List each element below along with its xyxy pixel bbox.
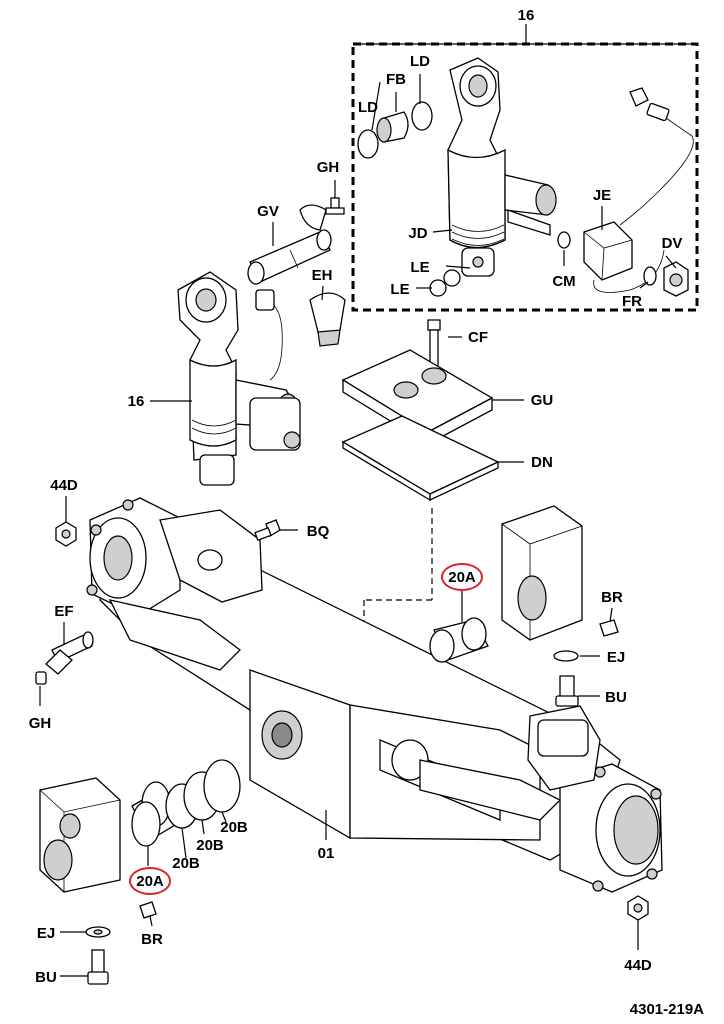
label-cf: CF xyxy=(468,329,488,346)
label-cm: CM xyxy=(552,273,575,290)
label-gu: GU xyxy=(531,392,554,409)
label-ej-left: EJ xyxy=(37,925,55,942)
hub-left xyxy=(86,497,263,671)
bolt-bq xyxy=(254,519,281,541)
label-gh-bottom: GH xyxy=(29,715,52,732)
label-20a-left: 20A xyxy=(136,873,164,890)
label-eh: EH xyxy=(312,267,333,284)
label-gh-top: GH xyxy=(317,159,340,176)
bolt-gh-bottom xyxy=(35,671,47,685)
nut-44d-left xyxy=(55,521,77,547)
label-br-right: BR xyxy=(601,589,623,606)
label-jd: JD xyxy=(408,225,427,242)
washer-ej-left xyxy=(85,926,111,938)
label-20a-right: 20A xyxy=(448,569,476,586)
plate-dn xyxy=(341,415,500,502)
label-bu-left: BU xyxy=(35,969,57,986)
highlight-20a-left xyxy=(129,867,171,895)
label-44d-left: 44D xyxy=(50,477,78,494)
label-fr: FR xyxy=(622,293,642,310)
block-left xyxy=(39,777,121,893)
label-le-b: LE xyxy=(390,281,409,298)
bushing-20a-right xyxy=(429,617,489,663)
detail-box-16 xyxy=(351,24,699,312)
label-20b-c: 20B xyxy=(172,855,200,872)
label-br-left: BR xyxy=(141,931,163,948)
label-bq: BQ xyxy=(307,523,330,540)
label-ef: EF xyxy=(54,603,73,620)
bolt-bu-left xyxy=(87,949,109,985)
fitting-br-left xyxy=(139,901,157,919)
label-44d-bottom: 44D xyxy=(624,957,652,974)
label-ej-right: EJ xyxy=(607,649,625,666)
nut-44d-bottom xyxy=(627,895,649,921)
label-dv: DV xyxy=(662,235,683,252)
label-ld-b: LD xyxy=(358,99,378,116)
label-gv: GV xyxy=(257,203,279,220)
label-ld-a: LD xyxy=(410,53,430,70)
hub-right xyxy=(419,705,663,893)
callout-labels: 16 LD FB LD JD JE DV LE LE CM FR GH GV E… xyxy=(29,7,704,1018)
block-right xyxy=(501,505,619,707)
cylinder-16-main xyxy=(177,271,301,486)
clamp-eh xyxy=(309,292,346,347)
seal-ld-rings xyxy=(357,101,433,159)
bushing-20a-left xyxy=(131,781,181,847)
label-dn: DN xyxy=(531,454,553,471)
label-fb: FB xyxy=(386,71,406,88)
label-20b-b: 20B xyxy=(196,837,224,854)
leader-lines xyxy=(39,74,677,977)
label-16-left: 16 xyxy=(128,393,145,410)
label-20b-a: 20B xyxy=(220,819,248,836)
bolt-gh-top xyxy=(299,197,345,231)
shims-20b xyxy=(165,759,241,829)
sensor-je xyxy=(557,87,694,297)
label-16-top: 16 xyxy=(518,7,535,24)
cylinder-detail xyxy=(429,57,557,297)
label-le-a: LE xyxy=(410,259,429,276)
pin-gv xyxy=(247,229,332,285)
highlight-20a-right xyxy=(441,563,483,591)
pin-ef xyxy=(45,631,94,675)
label-bu-right: BU xyxy=(605,689,627,706)
label-01: 01 xyxy=(318,845,335,862)
label-je: JE xyxy=(593,187,611,204)
figure-id: 4301-219A xyxy=(630,1001,704,1018)
